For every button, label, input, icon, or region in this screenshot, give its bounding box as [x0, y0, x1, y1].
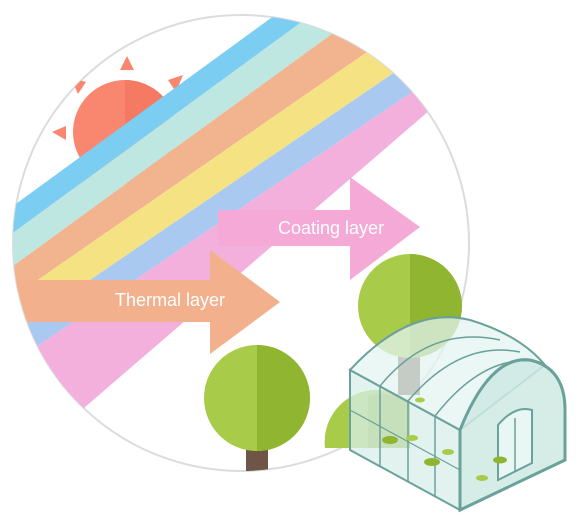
coating-arrow [218, 177, 420, 280]
stripe-mint [13, 15, 340, 290]
greenhouse-icon [348, 316, 567, 513]
stripe-peach [13, 28, 370, 320]
stripe-yellow [13, 50, 395, 355]
tree-icon [204, 345, 310, 471]
coating-layer-label: Coating layer [278, 218, 384, 238]
thermal-layer-label: Thermal layer [115, 290, 225, 310]
thermal-arrow [13, 250, 280, 354]
stripe-pink [13, 90, 430, 420]
